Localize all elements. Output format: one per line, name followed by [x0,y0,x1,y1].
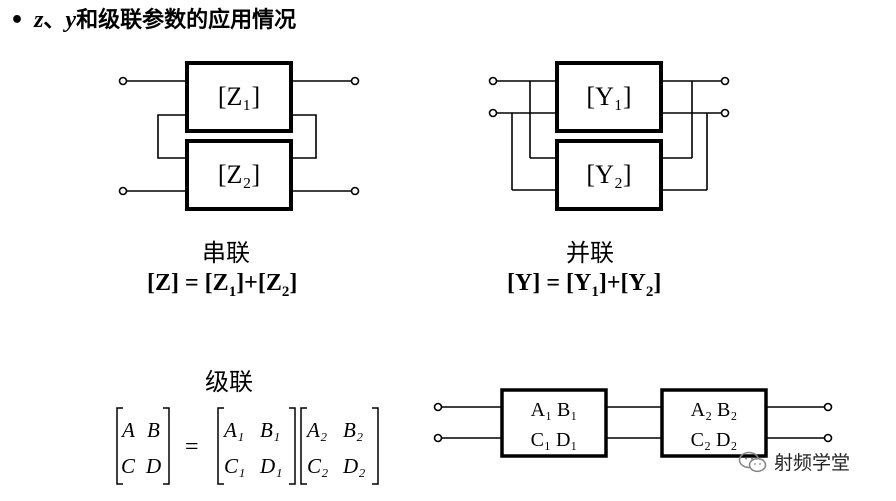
parallel-eq-end: ] [653,270,662,296]
page-title: • z、y和级联参数的应用情况 [10,2,296,34]
cascade-caption: 级联 [205,368,253,396]
parallel-eq-term1: Y [574,270,592,296]
title-text: 和级联参数的应用情况 [76,8,297,33]
z2-box [185,139,293,211]
y2-label: [Y₂] [586,160,631,189]
watermark-text: 射频学堂 [774,452,851,474]
parallel-eq-sub1: 1 [591,283,599,300]
parallel-eq-plus: ]+[ [598,270,629,296]
series-eq-left: [Z] [147,270,179,296]
m2-b: B₂ [343,418,363,442]
series-eq-sub2: 2 [281,283,290,300]
parallel-eq-term2: Y [628,270,646,296]
m-total-c: C [121,454,136,478]
m-total-a: A [120,418,135,442]
abcd2-line2: C₂ D₂ [691,429,738,451]
cascade-terminals [433,402,833,443]
cascade-matrix-equation: A B C D A₁ B₁ C₁ D₁ A₂ B₂ C₂ D₂ = [116,407,379,485]
bullet: • [10,8,25,33]
title-separator: 、 [43,8,66,33]
series-diagram: [Z₁] [Z₂] [118,61,360,211]
parallel-caption: 并联 [566,239,614,267]
abcd1-box [500,388,608,458]
abcd1-line2: C₁ D₁ [531,429,578,451]
series-terminals [118,76,360,196]
m2-c: C₂ [307,454,328,478]
parallel-diagram: [Y₁] [Y₂] [488,61,730,211]
z2-label: [Z₂] [218,160,260,189]
series-eq-mid: = [ [179,270,213,296]
title-var-y: y [65,7,77,33]
m2-d: D₂ [342,454,365,478]
abcd2-line1: A₂ B₂ [691,399,738,421]
series-eq-sub1: 1 [228,283,237,300]
m2-a: A₂ [305,418,327,442]
parallel-eq-sub2: 2 [645,283,654,300]
matrix-equals: = [185,434,199,460]
title-var-z: z [34,7,44,33]
parallel-equation: [Y] = [Y1]+[Y2] [507,270,661,301]
cascade-diagram: A₁ B₁ C₁ D₁ A₂ B₂ C₂ D₂ [433,388,833,458]
z1-box [185,61,293,133]
watermark: 射频学堂 [738,448,850,475]
m-total-d: D [145,454,161,478]
m1-d: D₁ [259,454,282,478]
y1-label: [Y₁] [586,82,631,111]
abcd1-line1: A₁ B₁ [531,399,578,421]
series-eq-term2: Z [265,270,282,296]
series-eq-end: ] [289,270,298,296]
m1-b: B₁ [260,418,280,442]
series-equation: [Z] = [Z1]+[Z2] [147,270,297,301]
parallel-eq-left: [Y] [507,270,541,296]
y2-box [555,139,663,211]
y1-box [555,61,663,133]
series-caption: 串联 [202,239,250,267]
abcd2-box [660,388,768,458]
wechat-icon [738,451,767,472]
series-eq-plus: ]+[ [236,270,266,296]
z1-label: [Z₁] [218,82,260,111]
parallel-terminals [488,76,730,118]
m1-c: C₁ [224,454,245,478]
m1-a: A₁ [222,418,244,442]
series-eq-term1: Z [212,270,229,296]
parallel-eq-mid: = [ [540,270,574,296]
m-total-b: B [147,418,160,442]
